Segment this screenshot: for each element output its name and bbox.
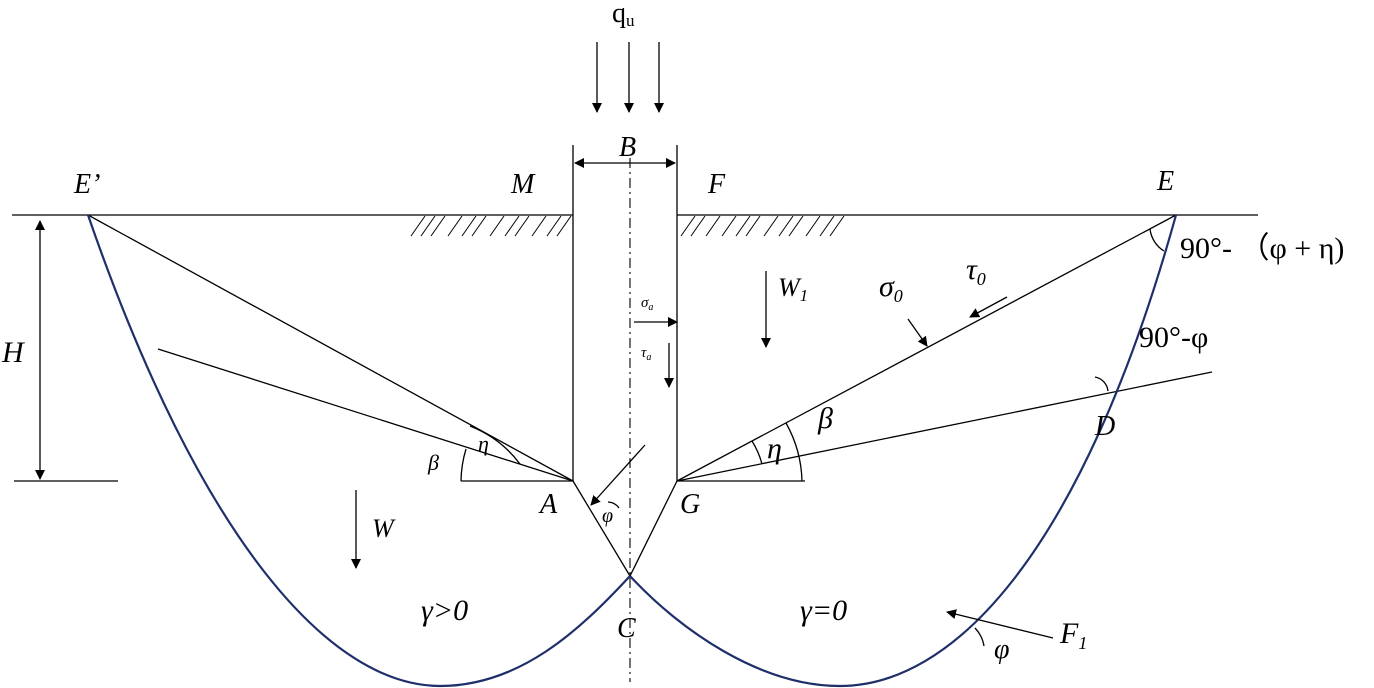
point-label-m: M (510, 169, 536, 200)
beta-right-label: β (817, 402, 833, 435)
radial-line-a-left (157, 348, 574, 482)
width-label: B (619, 132, 636, 163)
point-label-d: D (1094, 411, 1115, 442)
load-label: qu (612, 0, 635, 30)
radial-line-g-e (676, 214, 1177, 482)
tau-0-label: τ0 (966, 253, 986, 289)
arc-phi-f1 (974, 627, 985, 647)
point-label-c: C (617, 613, 636, 644)
wedge-side-ac (572, 480, 631, 577)
sigma-0-arrow (907, 318, 928, 347)
height-label: H (1, 336, 26, 369)
f1-arrow (946, 609, 1054, 639)
arc-angle-e (1149, 228, 1165, 252)
ground-hatching-left (410, 215, 572, 237)
phi-a-label: φ (602, 505, 613, 527)
point-label-g: G (680, 489, 700, 520)
sigma-a-label: σa (641, 295, 653, 313)
arc-angle-d (1094, 376, 1109, 392)
sigma-0-label: σ0 (879, 270, 903, 306)
arc-phi-a (607, 501, 620, 509)
arc-eta-right (751, 440, 763, 465)
phi-f1-label: φ (994, 634, 1010, 665)
radial-line-g-d (676, 371, 1213, 482)
slip-surface-left (86, 214, 631, 688)
arc-eta-left (469, 425, 521, 465)
eta-right-label: η (767, 432, 782, 465)
point-label-a: A (538, 489, 558, 520)
slip-surface-right (629, 214, 1178, 688)
eta-left-label: η (478, 431, 489, 456)
weight-label-left: W (372, 514, 396, 543)
tau-0-arrow (969, 296, 1008, 318)
phi-arrow-a (590, 444, 646, 506)
wedge-side-gc (629, 480, 678, 577)
beta-left-label: β (427, 450, 439, 475)
arc-beta-left (460, 448, 467, 482)
tau-a-label: τa (641, 345, 651, 363)
region-label-right: γ=0 (800, 594, 847, 627)
angle-e-label: 90°- （φ + η) (1180, 232, 1344, 265)
point-label-f: F (707, 169, 726, 200)
weight-label-right: W1 (778, 273, 808, 305)
point-label-e: E (1156, 166, 1174, 197)
ground-hatching-right (680, 215, 845, 237)
arc-beta-right (785, 422, 803, 482)
angle-d-label: 90°-φ (1139, 321, 1208, 354)
force-label: F1 (1059, 617, 1087, 653)
radial-line-a-eprime (87, 214, 574, 482)
region-label-left: γ>0 (421, 594, 468, 627)
point-label-e-prime: E’ (73, 169, 100, 200)
